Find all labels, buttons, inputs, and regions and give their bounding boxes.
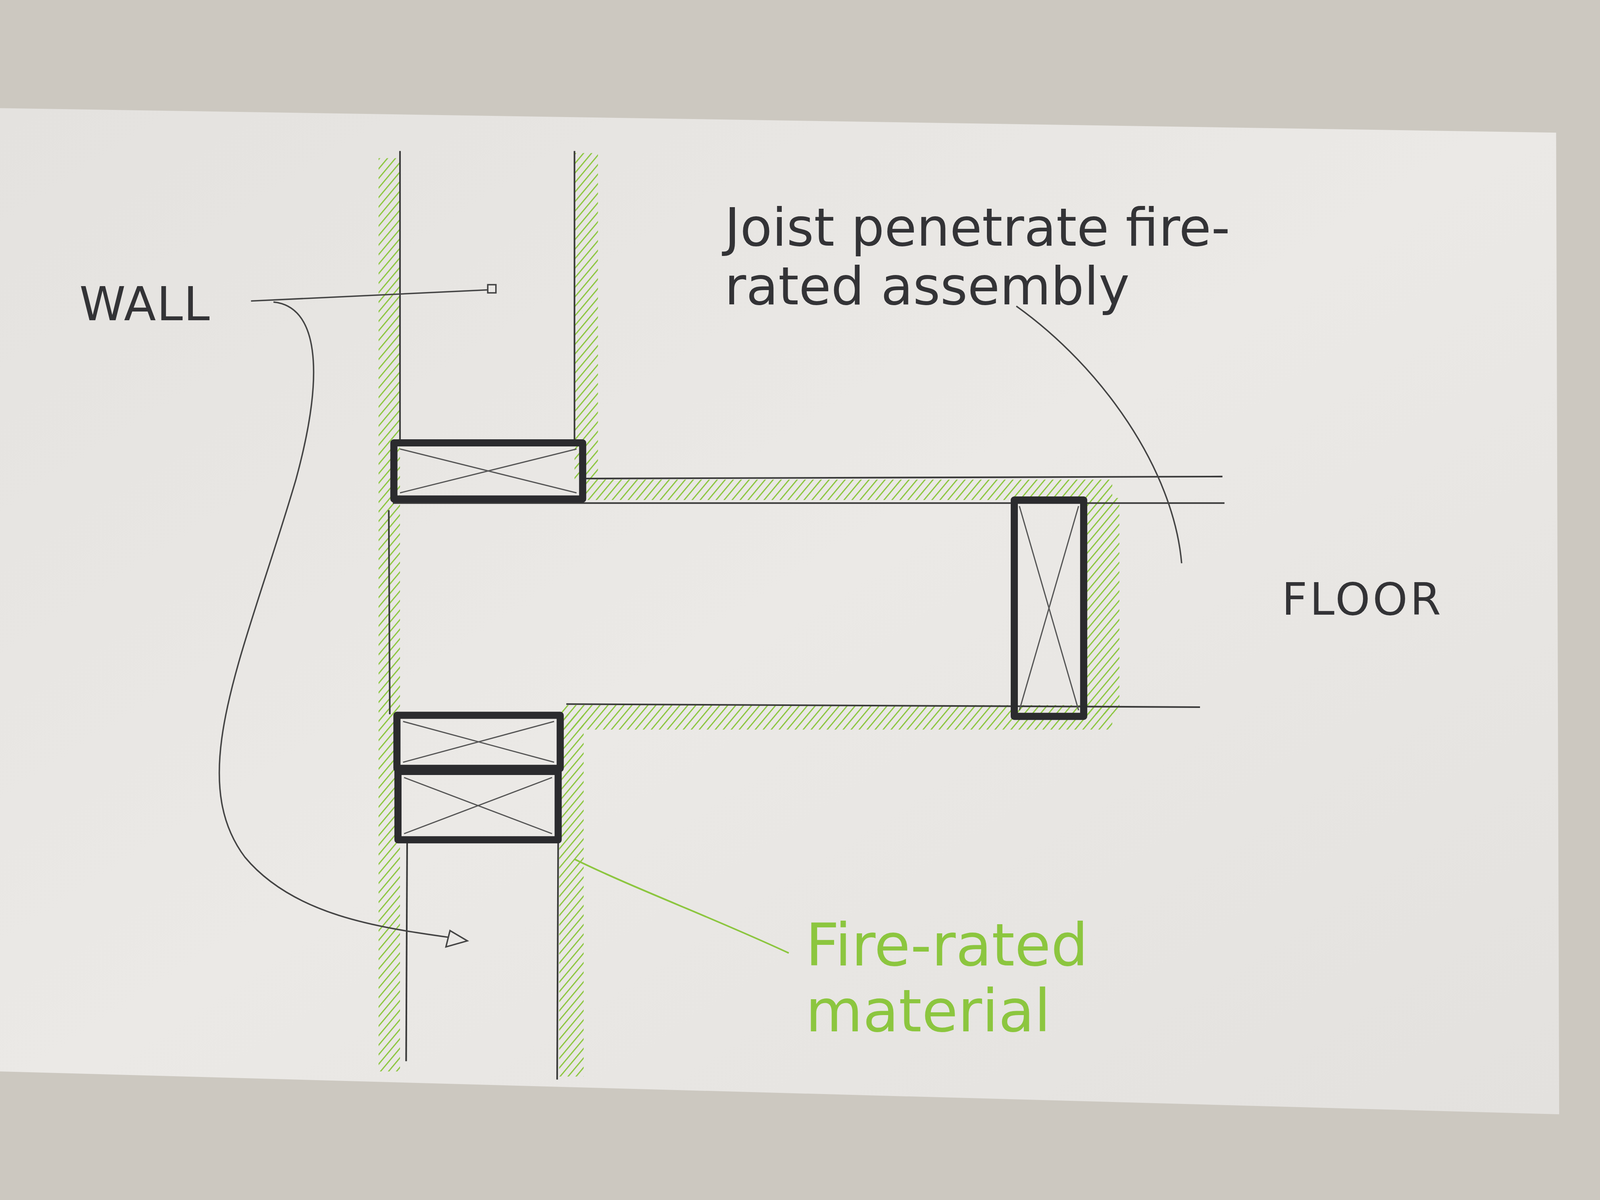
- leader-lines: [219, 284, 1182, 947]
- framing-members: [394, 442, 1084, 840]
- joist-note: Joist penetrate fire-rated assembly: [724, 198, 1368, 316]
- paper-sheet: [0, 108, 1560, 1115]
- member-crosses: [400, 448, 1079, 834]
- floor-label: FLOOR: [1281, 574, 1504, 625]
- fire-rated-label: Fire-rated material: [805, 912, 1262, 1045]
- fire-rated-leader: [574, 859, 789, 954]
- wall-label: WALL: [79, 277, 286, 331]
